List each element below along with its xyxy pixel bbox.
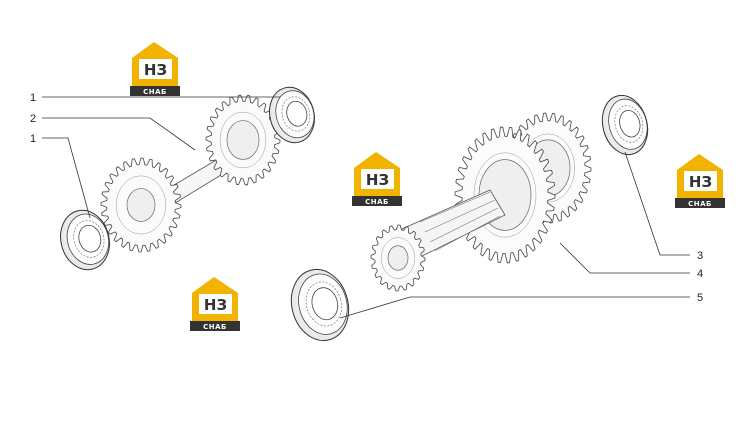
callout-1a: 1	[30, 92, 36, 104]
watermark-logo: НЗ СНАБ	[130, 42, 180, 96]
left-front-gear	[100, 157, 182, 253]
leader-1b	[42, 137, 91, 219]
watermark-logo-subtext: СНАБ	[688, 200, 712, 208]
watermark-logo-text: НЗ	[144, 61, 167, 79]
bearing-right-bottom	[290, 268, 350, 342]
watermark-logo: НЗ СНАБ	[352, 152, 402, 206]
watermark-logo-text: НЗ	[689, 173, 712, 191]
watermark-logo: НЗ СНАБ	[675, 154, 725, 208]
callout-1b: 1	[30, 133, 36, 145]
leader-lines	[42, 96, 690, 319]
bearing-left-bottom	[60, 209, 110, 271]
callout-2: 2	[30, 113, 36, 125]
watermark-logo-subtext: СНАБ	[143, 88, 167, 96]
leader-2	[42, 117, 196, 151]
watermark-logo-text: НЗ	[204, 296, 227, 314]
bearing-left-top	[269, 86, 315, 144]
callout-5: 5	[697, 292, 703, 304]
leader-4	[559, 242, 690, 274]
bearing-right-top	[601, 94, 649, 156]
callout-4: 4	[697, 268, 703, 280]
left-shaft-assembly	[60, 86, 315, 271]
watermark-logo-subtext: СНАБ	[203, 323, 227, 331]
callout-3: 3	[697, 250, 703, 262]
leader-3	[624, 151, 690, 256]
left-back-gear	[205, 94, 281, 186]
watermark-logo-text: НЗ	[366, 171, 389, 189]
watermark-logo: НЗ СНАБ	[190, 277, 240, 331]
watermark-logo-subtext: СНАБ	[365, 198, 389, 206]
right-shaft-assembly	[290, 94, 649, 342]
leader-5	[339, 296, 690, 319]
right-small-gear	[370, 224, 426, 292]
